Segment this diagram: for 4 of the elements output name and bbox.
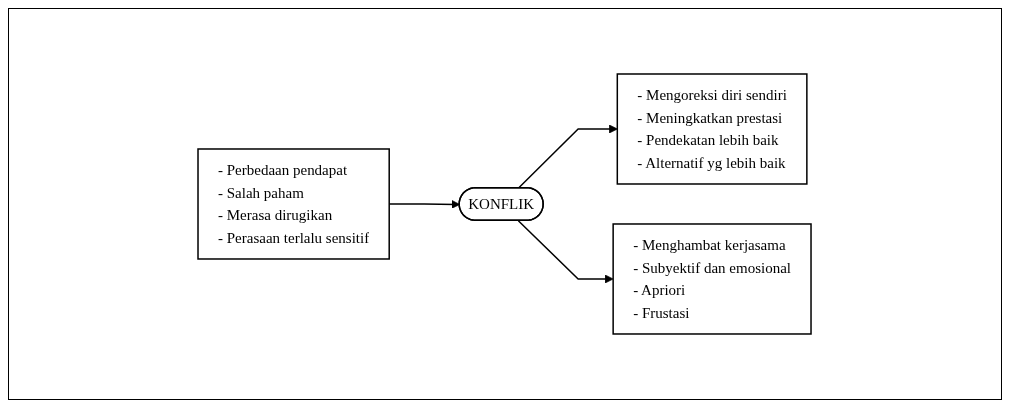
node-box [617, 73, 809, 185]
node-box [197, 148, 391, 260]
diagram-frame: - Perbedaan pendapat - Salah paham - Merasa dirugikan - Perasaan terlalu sensitif KONFLIK - Mengoreksi diri sendiri - Meningkatkan prestasi - Pendekatan lebih baik - Alternatif yg lebih baik - Menghambat kerjasama - Subyektif dan emosional - Apriori - Frustasi [8, 8, 1002, 400]
node-box [612, 223, 813, 335]
